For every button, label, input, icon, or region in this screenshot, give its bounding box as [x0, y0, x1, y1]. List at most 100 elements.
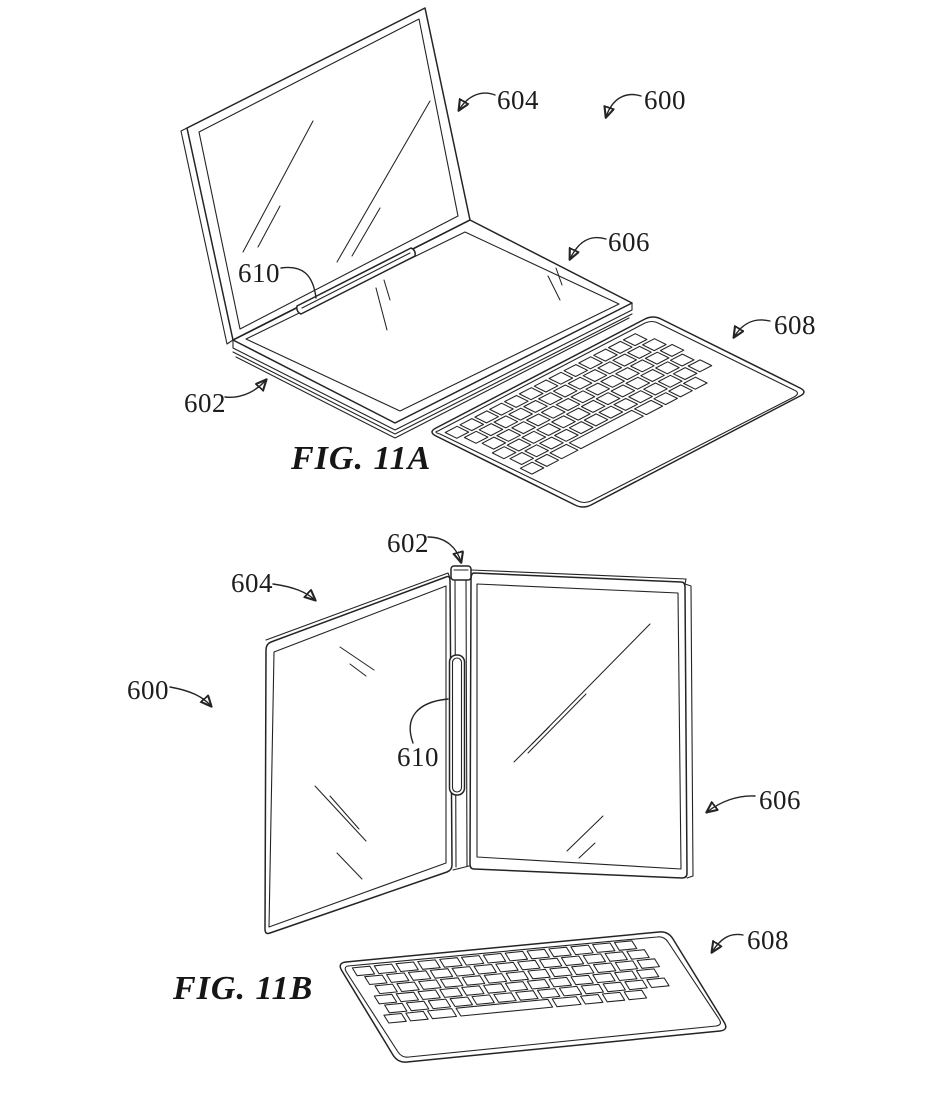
keyboard-key: [548, 976, 572, 988]
keyboard-key: [439, 957, 463, 968]
keyboard-key: [568, 421, 594, 435]
keyboard-key: [570, 974, 594, 986]
keyboard-key: [592, 942, 616, 953]
keyboard-key: [592, 972, 616, 984]
keyboard-key: [460, 955, 485, 966]
keyboard-key: [640, 368, 665, 383]
leader-lines: [169, 536, 756, 952]
keyboard-key: [582, 953, 607, 964]
keyboard-key: [523, 399, 548, 413]
keyboard: [339, 931, 727, 1063]
keyboard-key: [539, 436, 564, 450]
keyboard-key: [549, 966, 573, 978]
keyboard-key: [655, 361, 680, 375]
keyboard-key: [624, 979, 648, 991]
fig11b-ref-608: 608: [747, 925, 789, 955]
keyboard-key: [570, 390, 596, 404]
keyboard-key: [628, 390, 653, 404]
keyboard-key: [643, 382, 668, 396]
fig11a-ref-600: 600: [644, 85, 686, 115]
leader-602: [224, 380, 266, 398]
keyboard-key: [474, 410, 499, 424]
leader-lines: [224, 92, 771, 398]
leader-600: [606, 93, 642, 117]
spine-bridge: [450, 565, 472, 581]
leader-602: [427, 536, 461, 562]
keyboard-key: [364, 974, 388, 986]
keyboard-key: [483, 973, 508, 984]
keyboard-key: [669, 353, 695, 367]
keyboard-key: [515, 990, 539, 1001]
keyboard-key: [563, 364, 589, 378]
keyboard-key: [580, 399, 606, 413]
keyboard-key: [373, 993, 398, 1005]
keyboard-key: [534, 453, 560, 467]
keyboard-key: [604, 951, 628, 962]
keyboard-key: [533, 379, 559, 393]
keyboard-key: [519, 461, 545, 475]
keyboard-key: [607, 340, 633, 354]
fig-11b-drawing: [169, 536, 756, 1063]
first-display-lid: [180, 7, 471, 345]
fig11a-ref-604: 604: [497, 85, 539, 115]
keyboard-key: [396, 981, 420, 993]
keyboard-key: [551, 415, 576, 429]
leader-610: [280, 266, 317, 299]
keyboard-key: [444, 425, 470, 439]
keyboard-key: [518, 387, 544, 401]
keyboard-key: [405, 1000, 430, 1012]
keyboard-key: [597, 361, 623, 375]
leader-606: [570, 236, 607, 259]
keyboard-key: [504, 981, 529, 992]
keyboard-key: [615, 367, 640, 381]
fig11a-ref-606: 606: [608, 227, 650, 257]
fig11a-ref-608: 608: [774, 310, 816, 340]
keyboard-key: [473, 963, 497, 975]
leader-608: [734, 319, 771, 337]
leader-604: [272, 583, 315, 600]
keyboard-key: [383, 1012, 407, 1024]
keyboard-key: [644, 351, 670, 365]
keyboard-key: [635, 968, 660, 979]
keyboard-key: [592, 962, 617, 974]
keyboard-key: [526, 413, 551, 427]
keyboard-key: [373, 963, 398, 975]
keyboard-key: [395, 991, 420, 1003]
keyboard-key: [593, 348, 618, 362]
keyboard-key: [449, 996, 474, 1008]
keyboard-key: [672, 367, 698, 381]
keyboard-key: [622, 333, 648, 347]
fig11b-ref-606: 606: [759, 785, 801, 815]
keyboard-key: [585, 382, 611, 396]
keyboard-key: [570, 944, 594, 956]
keyboard-key: [613, 397, 639, 411]
keyboard-key: [439, 987, 463, 998]
keyboard-key: [642, 338, 667, 352]
keyboard-key: [580, 993, 604, 1005]
keyboard-key: [630, 359, 655, 373]
keyboard-key: [374, 983, 398, 995]
fig11b-ref-602: 602: [387, 528, 429, 558]
hinge-bar: [448, 654, 466, 796]
keyboard-key: [601, 991, 626, 1003]
keyboard-key: [493, 992, 517, 1003]
keyboard-key: [600, 374, 625, 388]
left-panel: [264, 572, 453, 935]
keyboard-key: [478, 423, 504, 437]
keyboard-key: [427, 998, 452, 1010]
keyboard-key: [653, 392, 678, 406]
keyboard-key: [417, 959, 441, 970]
keyboard-key: [455, 998, 554, 1017]
keyboard-key: [517, 959, 541, 971]
leader-610: [409, 698, 449, 744]
keyboard-key: [351, 965, 376, 977]
keyboard-key: [386, 972, 410, 983]
keyboard-key: [636, 958, 661, 969]
fig11a-ref-610: 610: [238, 258, 280, 288]
keyboard-key: [524, 444, 549, 458]
keyboard-key: [595, 392, 621, 406]
keyboard-key: [602, 981, 626, 993]
keyboard-key: [623, 989, 648, 1001]
